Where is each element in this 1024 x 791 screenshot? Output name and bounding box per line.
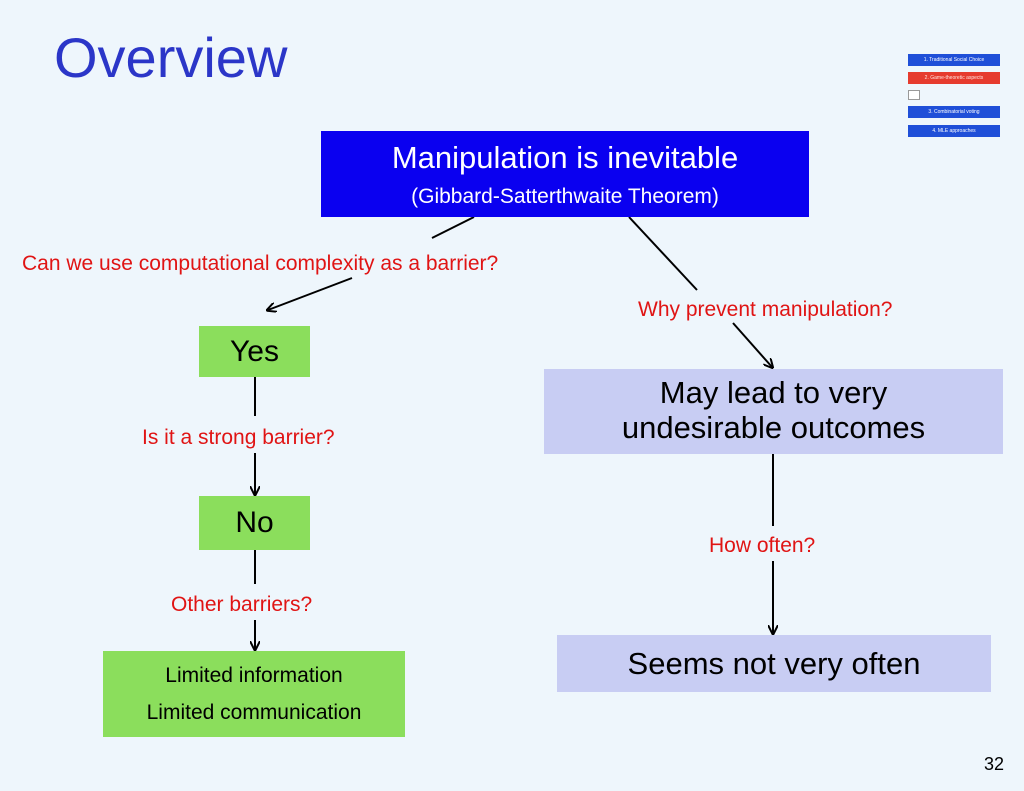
- limited-communication-label: Limited communication: [146, 701, 362, 724]
- root-node-manipulation-inevitable: Manipulation is inevitable (Gibbard-Satt…: [321, 131, 809, 217]
- root-node-line1: Manipulation is inevitable: [391, 140, 739, 175]
- answer-node-seems-not-often: Seems not very often: [557, 635, 991, 692]
- slide-title: Overview: [54, 26, 288, 89]
- nav-item-game-theoretic-aspects[interactable]: 2. Game-theoretic aspects: [908, 72, 1000, 84]
- nav-item-mle-approaches[interactable]: 4. MLE approaches: [908, 125, 1000, 137]
- undesirable-line2: undesirable outcomes: [621, 410, 926, 445]
- answer-node-no: No: [199, 496, 310, 550]
- answer-node-limited: Limited information Limited communicatio…: [103, 651, 405, 737]
- page-number: 32: [983, 754, 1004, 774]
- arrow-complexity-to-yes: [268, 277, 353, 310]
- question-why-prevent: Why prevent manipulation?: [638, 298, 893, 321]
- nav-item-combinatorial-voting[interactable]: 3. Combinatorial voting: [908, 106, 1000, 118]
- arrow-why-to-undesirable: [732, 322, 772, 367]
- undesirable-line1: May lead to very: [659, 375, 888, 410]
- question-strong-barrier: Is it a strong barrier?: [142, 426, 335, 449]
- question-other-barriers: Other barriers?: [171, 593, 313, 616]
- root-node-line2: (Gibbard-Satterthwaite Theorem): [411, 185, 719, 208]
- connector-root-to-complexity-question: [431, 216, 475, 239]
- answer-node-yes: Yes: [199, 326, 310, 377]
- question-how-often: How often?: [709, 534, 816, 557]
- nav-item-traditional-social-choice[interactable]: 1. Traditional Social Choice: [908, 54, 1000, 66]
- answer-node-undesirable-outcomes: May lead to very undesirable outcomes: [544, 369, 1003, 454]
- limited-information-label: Limited information: [165, 664, 343, 687]
- question-computational-complexity: Can we use computational complexity as a…: [22, 252, 499, 275]
- connector-root-to-why-question: [628, 216, 698, 291]
- nav-thumbnail-icon: [908, 90, 920, 100]
